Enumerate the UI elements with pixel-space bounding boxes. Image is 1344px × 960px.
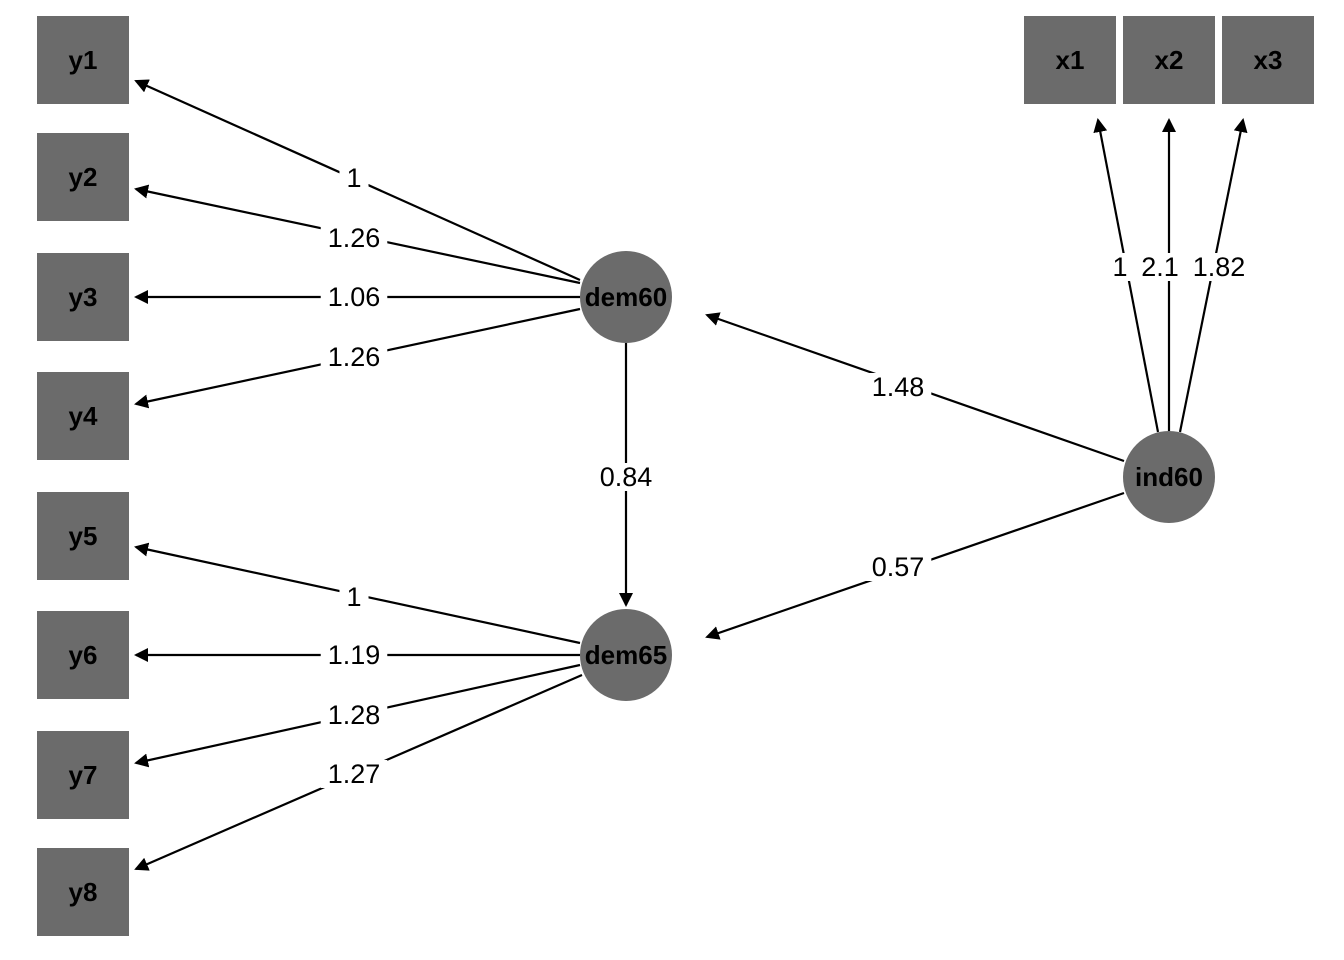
- observed-node-label: y7: [69, 760, 98, 790]
- observed-node-label: x3: [1254, 45, 1283, 75]
- edge-label: 0.57: [872, 552, 925, 582]
- observed-node-y3: y3: [37, 253, 129, 341]
- observed-node-label: x1: [1056, 45, 1085, 75]
- edge-label: 1: [346, 582, 361, 612]
- edge-label: 1.27: [328, 759, 381, 789]
- observed-node-x2: x2: [1123, 16, 1215, 104]
- edge-dem60-to-y1: 1: [134, 79, 581, 282]
- edge-label-background: [864, 553, 932, 581]
- observed-node-label: x2: [1155, 45, 1184, 75]
- edge-label: 1: [346, 163, 361, 193]
- nodes-layer: y1 y2 y3 y4 y5 y6 y7 y8 x1 x2 x3 dem60 dem65 ind60: [37, 16, 1314, 936]
- observed-node-box: [1024, 16, 1116, 104]
- observed-node-y6: y6: [37, 611, 129, 699]
- observed-node-box: [37, 848, 129, 936]
- observed-node-box: [37, 133, 129, 221]
- edge-label-background: [1185, 253, 1253, 281]
- edge-dem60-to-y2: 1.26: [134, 184, 581, 285]
- edge-dem60-to-y4: 1.26: [134, 307, 581, 409]
- edge-label: 1.82: [1193, 252, 1246, 282]
- edge-label: 1.26: [328, 223, 381, 253]
- observed-node-label: y6: [69, 640, 98, 670]
- observed-node-x1: x1: [1024, 16, 1116, 104]
- observed-node-label: y5: [69, 521, 98, 551]
- observed-node-y7: y7: [37, 731, 129, 819]
- edge-ind60-to-dem60: 1.48: [705, 312, 1125, 463]
- latent-node-label: dem65: [585, 640, 667, 670]
- edge-dem65-to-y6: 1.19: [134, 640, 580, 670]
- edge-label-background: [320, 343, 388, 371]
- edge-label: 0.84: [600, 462, 653, 492]
- observed-node-y2: y2: [37, 133, 129, 221]
- edge-label-background: [864, 373, 932, 401]
- latent-node-dem65: dem65: [580, 609, 672, 701]
- observed-node-box: [37, 731, 129, 819]
- edge-ind60-to-dem65: 0.57: [705, 491, 1125, 640]
- edge-label: 1.19: [328, 640, 381, 670]
- observed-node-y5: y5: [37, 492, 129, 580]
- observed-node-y8: y8: [37, 848, 129, 936]
- edge-ind60-to-x2: 2.1: [1134, 118, 1186, 431]
- edge-dem65-to-y5: 1: [134, 542, 581, 645]
- edge-label: 1.26: [328, 342, 381, 372]
- latent-node-circle: [580, 251, 672, 343]
- latent-node-dem60: dem60: [580, 251, 672, 343]
- observed-node-box: [37, 372, 129, 460]
- edge-ind60-to-x3: 1.82: [1178, 118, 1253, 433]
- edge-label: 1.28: [328, 700, 381, 730]
- observed-node-label: y4: [69, 401, 98, 431]
- observed-node-label: y1: [69, 45, 98, 75]
- edge-label-background: [320, 641, 388, 669]
- latent-node-label: dem60: [585, 282, 667, 312]
- observed-node-box: [37, 16, 129, 104]
- observed-node-y1: y1: [37, 16, 129, 104]
- edge-label: 1.48: [872, 372, 925, 402]
- latent-node-label: ind60: [1135, 462, 1203, 492]
- observed-node-label: y3: [69, 282, 98, 312]
- edge-label-background: [1134, 253, 1186, 281]
- edge-label-background: [339, 583, 369, 611]
- edge-dem60-to-y3: 1.06: [134, 282, 580, 312]
- latent-node-ind60: ind60: [1123, 431, 1215, 523]
- edge-label-background: [320, 283, 388, 311]
- observed-node-label: y2: [69, 162, 98, 192]
- observed-node-box: [37, 253, 129, 341]
- observed-node-box: [1222, 16, 1314, 104]
- edge-dem65-to-y7: 1.28: [134, 663, 581, 768]
- edge-label-background: [339, 164, 369, 192]
- edge-ind60-to-x1: 1: [1093, 118, 1160, 433]
- edge-label-background: [320, 701, 388, 729]
- observed-node-x3: x3: [1222, 16, 1314, 104]
- edge-label-background: [320, 224, 388, 252]
- edge-label-background: [1105, 253, 1135, 281]
- edge-label: 2.1: [1141, 252, 1179, 282]
- observed-node-box: [1123, 16, 1215, 104]
- edge-label-background: [320, 760, 388, 788]
- edges-layer: 1 1.26 1.06 1.26 1 1.19 1.28 1.27 1 2.1 1.82 0.84 1.…: [134, 79, 1253, 871]
- edge-label-background: [592, 463, 660, 491]
- observed-node-y4: y4: [37, 372, 129, 460]
- edge-label: 1: [1112, 252, 1127, 282]
- observed-node-box: [37, 611, 129, 699]
- observed-node-box: [37, 492, 129, 580]
- latent-node-circle: [1123, 431, 1215, 523]
- observed-node-label: y8: [69, 877, 98, 907]
- latent-node-circle: [580, 609, 672, 701]
- edge-dem65-to-y8: 1.27: [134, 673, 583, 871]
- edge-label: 1.06: [328, 282, 381, 312]
- edge-dem60-to-dem65: 0.84: [592, 343, 660, 607]
